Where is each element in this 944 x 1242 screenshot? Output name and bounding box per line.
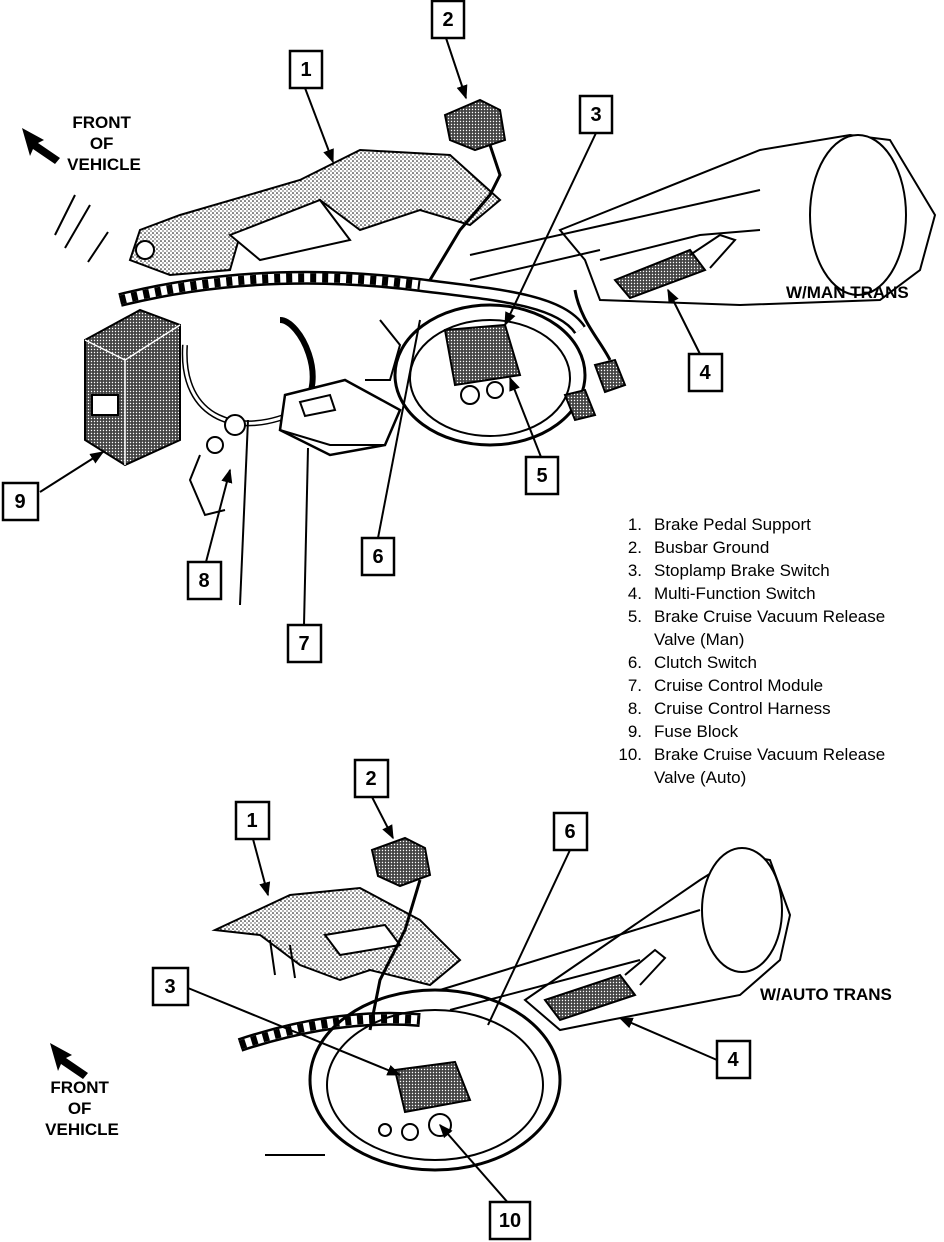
legend-item: 6. Clutch Switch <box>604 651 934 674</box>
legend: 1. Brake Pedal Support 2. Busbar Ground 3. St… <box>604 513 934 789</box>
manual-trans-header: W/MAN TRANS <box>786 283 909 302</box>
svg-text:8: 8 <box>198 570 209 592</box>
callout-3: 3 <box>578 94 614 135</box>
legend-number: 7. <box>627 676 642 695</box>
legend-number: 10. <box>618 745 642 764</box>
legend-number: 2. <box>627 538 642 557</box>
stoplamp-switch-auto <box>393 1060 472 1114</box>
front-of-vehicle-label-2: FRONT OF VEHICLE <box>45 1078 119 1139</box>
svg-text:1: 1 <box>246 810 257 832</box>
legend-number: 1. <box>627 515 642 534</box>
stoplamp-switch-man <box>443 323 522 387</box>
legend-item: 4. Multi-Function Switch <box>604 582 934 605</box>
front-arrow-icon <box>22 128 60 164</box>
legend-item: 2. Busbar Ground <box>604 536 934 559</box>
svg-text:5: 5 <box>536 465 547 487</box>
legend-number: 5. <box>627 607 642 626</box>
svg-text:4: 4 <box>727 1049 739 1071</box>
callout-6: 6 <box>360 536 396 577</box>
legend-text: Multi-Function Switch <box>654 584 816 603</box>
callout-1: 1 <box>288 49 324 90</box>
svg-text:2: 2 <box>442 9 453 31</box>
callout-3-auto: 3 <box>151 966 190 1007</box>
svg-text:6: 6 <box>564 821 575 843</box>
legend-text: Brake Cruise Vacuum Release <box>654 745 886 764</box>
legend-text: Clutch Switch <box>654 653 757 672</box>
svg-text:2: 2 <box>365 768 376 790</box>
legend-number: 8. <box>627 699 642 718</box>
svg-text:7: 7 <box>298 633 309 655</box>
cruise-module <box>278 378 402 457</box>
brake-pedal-support <box>128 148 502 277</box>
callout-2: 2 <box>430 0 466 40</box>
legend-item: Valve (Auto) <box>604 766 934 789</box>
callout-5: 5 <box>524 455 560 496</box>
legend-item: 1. Brake Pedal Support <box>604 513 934 536</box>
legend-item: Valve (Man) <box>604 628 934 651</box>
svg-text:9: 9 <box>14 491 25 513</box>
callout-4: 4 <box>687 352 724 393</box>
legend-text: Brake Cruise Vacuum Release <box>654 607 886 626</box>
legend-number: 3. <box>627 561 642 580</box>
legend-number: 9. <box>627 722 642 741</box>
legend-text: Cruise Control Harness <box>654 699 831 718</box>
legend-text: Busbar Ground <box>654 538 770 557</box>
svg-text:3: 3 <box>590 104 601 126</box>
legend-item: 9. Fuse Block <box>604 720 934 743</box>
svg-text:4: 4 <box>699 362 711 384</box>
legend-item: 8. Cruise Control Harness <box>604 697 934 720</box>
svg-text:6: 6 <box>372 546 383 568</box>
manual-trans-illustration <box>22 98 937 517</box>
legend-number: 6. <box>627 653 642 672</box>
legend-item: 3. Stoplamp Brake Switch <box>604 559 934 582</box>
svg-text:3: 3 <box>164 976 175 998</box>
legend-text: Stoplamp Brake Switch <box>654 561 830 580</box>
legend-text: Valve (Man) <box>654 630 745 649</box>
legend-number <box>604 628 654 651</box>
callout-7: 7 <box>286 623 323 664</box>
legend-item: 5. Brake Cruise Vacuum Release <box>604 605 934 628</box>
callout-1-auto: 1 <box>234 800 271 841</box>
legend-text: Cruise Control Module <box>654 676 824 695</box>
fuse-block <box>84 308 181 467</box>
callout-9: 9 <box>1 481 40 522</box>
legend-text: Valve (Auto) <box>654 768 747 787</box>
legend-item: 10. Brake Cruise Vacuum Release <box>604 743 934 766</box>
front-arrow-icon-2 <box>50 1043 88 1079</box>
auto-trans-header: W/AUTO TRANS <box>760 985 892 1004</box>
legend-item: 7. Cruise Control Module <box>604 674 934 697</box>
callout-4-auto: 4 <box>715 1039 752 1080</box>
legend-text: Fuse Block <box>654 722 739 741</box>
auto-trans-illustration <box>50 836 792 1172</box>
leader-lines <box>39 37 718 1206</box>
legend-text: Brake Pedal Support <box>654 515 811 534</box>
legend-number <box>604 766 654 789</box>
callout-10-auto: 10 <box>488 1200 532 1241</box>
svg-text:10: 10 <box>499 1210 521 1232</box>
callout-2-auto: 2 <box>353 758 390 799</box>
legend-number: 4. <box>627 584 642 603</box>
callout-8: 8 <box>186 560 223 601</box>
front-of-vehicle-label: FRONT OF VEHICLE <box>67 113 141 174</box>
callout-6-auto: 6 <box>552 811 589 852</box>
svg-text:1: 1 <box>300 59 311 81</box>
